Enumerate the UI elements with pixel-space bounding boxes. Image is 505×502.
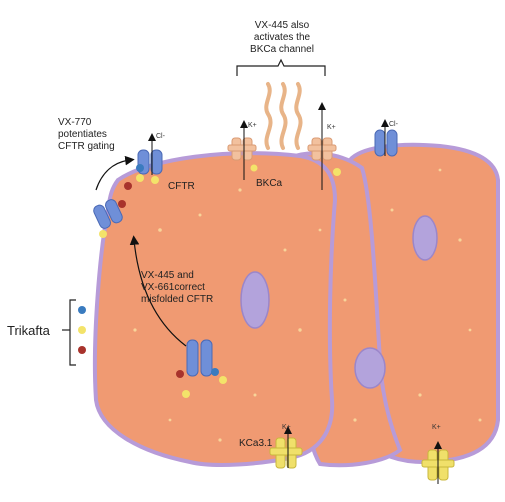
vx770-note-line-1: VX-770 [58, 117, 115, 129]
vx770-note: VX-770 potentiates CFTR gating [58, 117, 115, 153]
ion-label-k-4: K+ [432, 424, 441, 432]
ion-label-k-1: K+ [248, 122, 257, 130]
bkca-label: BKCa [256, 178, 282, 190]
trikafta-label: Trikafta [7, 323, 50, 338]
nucleus-right [413, 216, 437, 260]
vx770-note-line-2: potentiates [58, 129, 115, 141]
bkca-note: VX-445 also activates the BKCa channel [236, 20, 328, 56]
cell-left [95, 153, 335, 465]
trikafta-dot-yellow [78, 326, 86, 334]
ion-label-cl-2: Cl- [389, 121, 398, 129]
cftr-label: CFTR [168, 181, 195, 193]
correctors-note-line-2: VX-661correct [141, 282, 213, 294]
bkca-bracket [237, 60, 325, 76]
kca31-label: KCa3.1 [239, 438, 272, 450]
bkca-activation-waves [266, 84, 300, 148]
bkca-note-line-1: VX-445 also [236, 20, 328, 32]
trikafta-bracket [70, 300, 76, 365]
nucleus-middle [355, 348, 385, 388]
trikafta-dot-blue [78, 306, 86, 314]
correctors-note-line-1: VX-445 and [141, 270, 213, 282]
correctors-note-line-3: misfolded CFTR [141, 294, 213, 306]
vx770-note-line-3: CFTR gating [58, 141, 115, 153]
ion-label-k-3: K+ [282, 424, 291, 432]
bkca-note-line-2: activates the [236, 32, 328, 44]
nucleus-left [241, 272, 269, 328]
trikafta-dot-red [78, 346, 86, 354]
ion-label-cl-1: Cl- [156, 133, 165, 141]
ion-label-k-2: K+ [327, 124, 336, 132]
bkca-note-line-3: BKCa channel [236, 44, 328, 56]
correctors-note: VX-445 and VX-661correct misfolded CFTR [141, 270, 213, 306]
